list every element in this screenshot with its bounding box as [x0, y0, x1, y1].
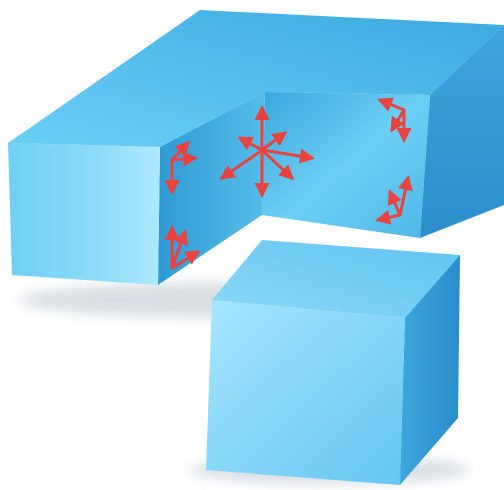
arrow-cluster-right-lower: [375, 175, 413, 225]
cube-front-face: [206, 300, 405, 485]
arrow-cluster-center: [219, 105, 315, 198]
arrow-cluster-left-lower: [164, 225, 201, 270]
cube: [206, 240, 460, 485]
l-block-front-face: [8, 143, 160, 285]
arrow-cluster-right-upper: [377, 97, 412, 143]
l-block-top-face: [8, 10, 504, 147]
stress-arrows: [164, 97, 413, 270]
cube-side-face: [400, 255, 460, 485]
cube-top-face: [212, 240, 460, 318]
arrow-cluster-left-upper: [164, 140, 198, 195]
l-block-right-face: [420, 25, 504, 238]
